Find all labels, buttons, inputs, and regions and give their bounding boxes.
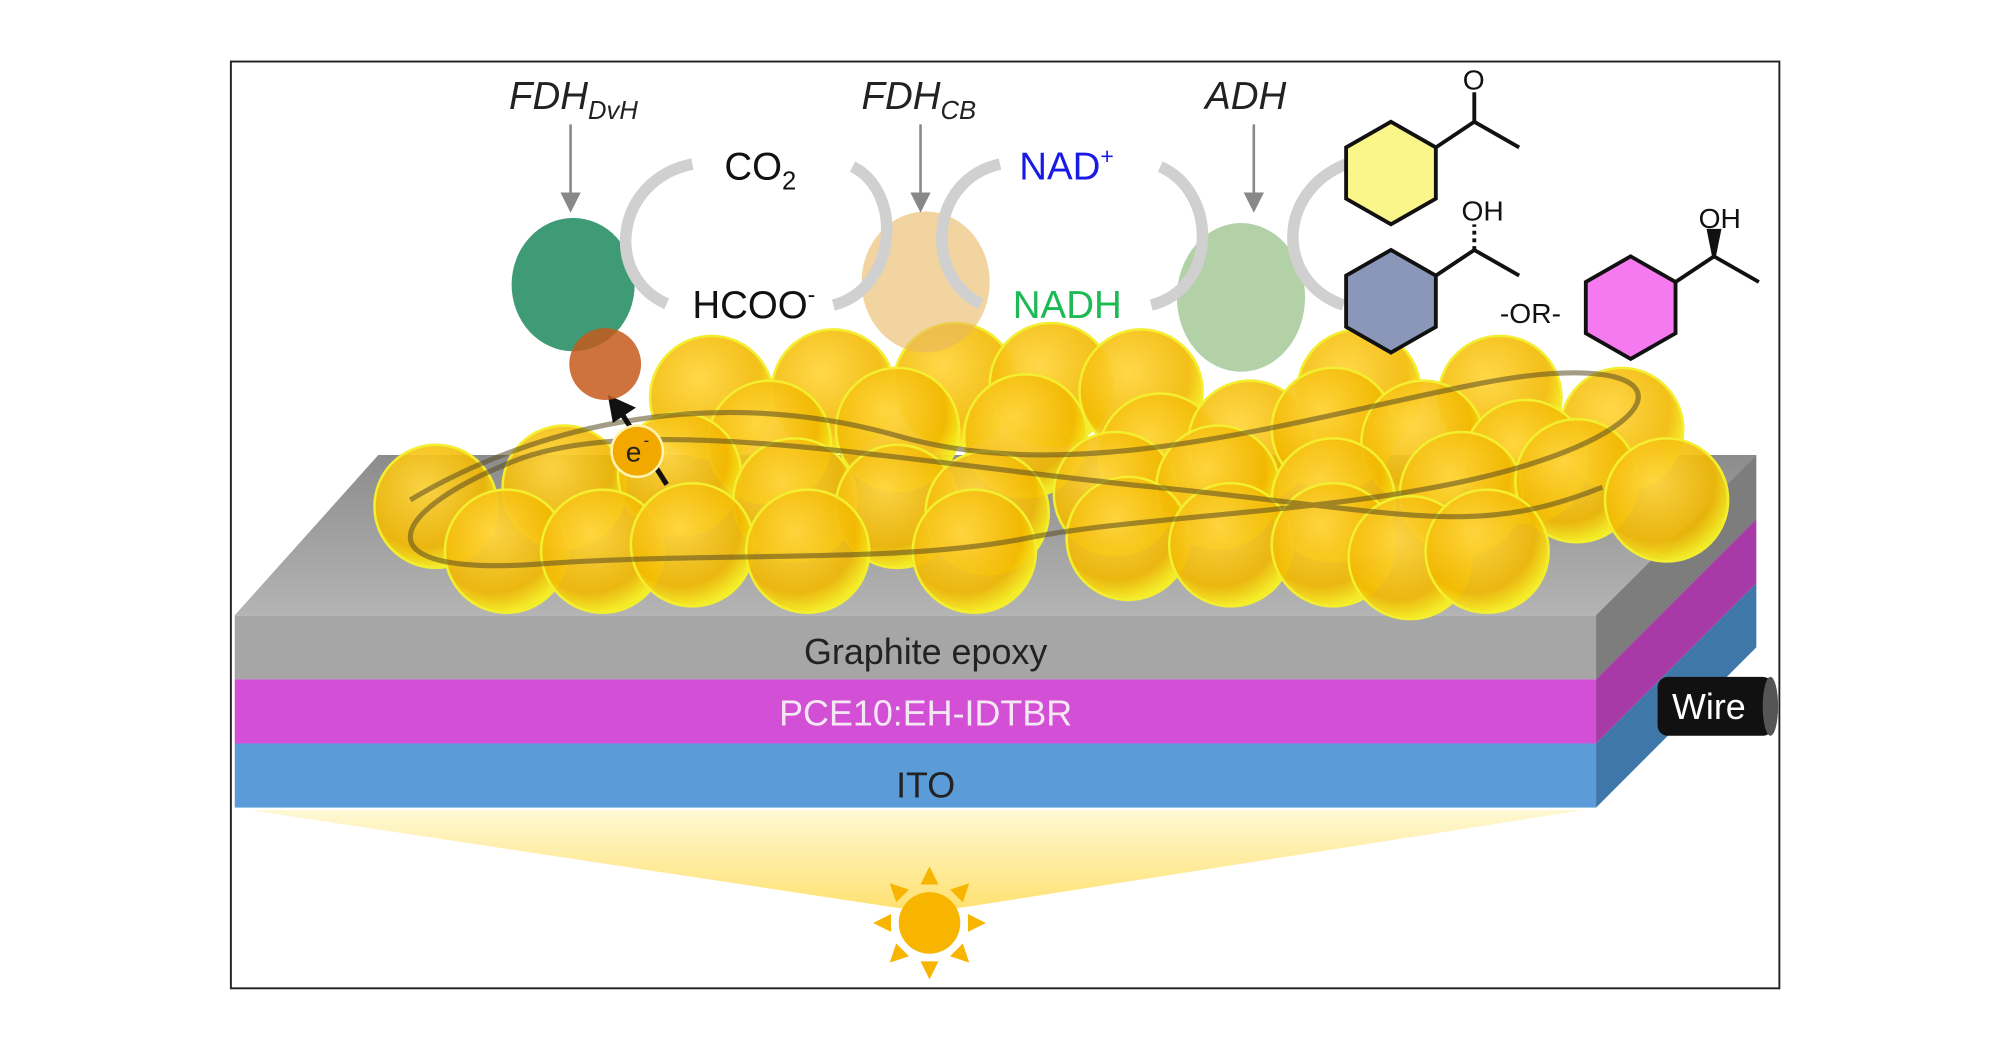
r-phenylethanol-molecule	[1344, 224, 1521, 355]
or-label: -OR-	[1500, 297, 1561, 329]
enzyme-adh	[1176, 223, 1306, 372]
adh-label: ADH	[1203, 75, 1286, 118]
pointer-arrows	[560, 124, 1265, 213]
photoactive-layer	[234, 679, 1597, 744]
wire-label: Wire	[1672, 687, 1746, 727]
nanoparticle-sphere	[629, 481, 756, 608]
ito-label: ITO	[896, 765, 955, 805]
fdh-dvh-label: FDHDvH	[509, 75, 638, 125]
acetophenone-molecule	[1344, 92, 1521, 227]
nanoparticle-sphere	[744, 488, 871, 615]
hydroxyl-label-1: OH	[1461, 194, 1503, 226]
graphite-label: Graphite epoxy	[804, 632, 1047, 672]
nad-plus-label: NAD+	[1019, 143, 1114, 188]
electron-label: e	[626, 435, 642, 467]
sun-icon	[873, 866, 986, 980]
formate-label: HCOO-	[692, 282, 815, 327]
fdh-cb-label: FDHCB	[862, 75, 977, 125]
nanoparticle-sphere	[1424, 488, 1550, 615]
nanoparticle-spheres	[373, 321, 1730, 621]
nanoparticle-sphere	[1603, 437, 1730, 563]
light-beam	[250, 810, 1584, 913]
co2-label: CO2	[724, 145, 796, 195]
enzyme-fdh-cb	[861, 211, 990, 353]
electron-badge: e -	[607, 394, 669, 486]
s-phenylethanol-molecule	[1583, 228, 1760, 362]
graphite-layer	[234, 615, 1597, 680]
hydroxyl-label-2: OH	[1699, 202, 1741, 234]
enzyme-fdh-dvh	[511, 217, 642, 400]
nadh-label: NADH	[1013, 284, 1122, 327]
wire-connector: Wire	[1657, 676, 1779, 736]
electron-charge: -	[644, 431, 650, 450]
ito-layer	[234, 743, 1597, 808]
ketone-oxygen-label: O	[1463, 64, 1485, 96]
photoactive-label: PCE10:EH-IDTBR	[779, 694, 1072, 734]
reaction-cycle-arrows	[619, 158, 1349, 311]
polymer-strands	[407, 370, 1641, 569]
